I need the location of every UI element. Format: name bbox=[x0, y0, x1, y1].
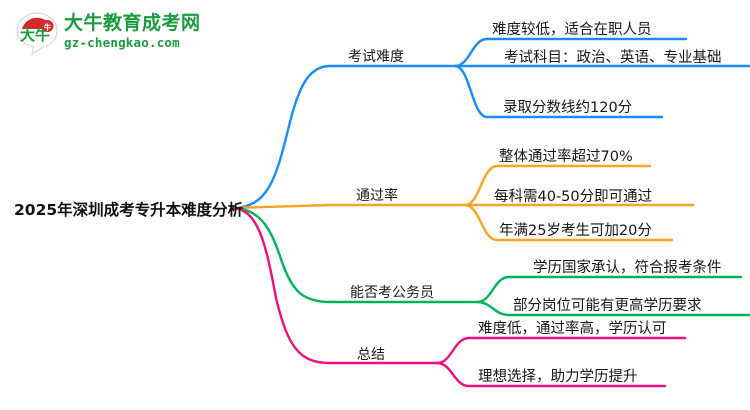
mindmap-leaf-exam-difficulty-2[interactable]: 考试科目：政治、英语、专业基础 bbox=[504, 50, 722, 66]
mindmap-leaf-exam-difficulty-3[interactable]: 录取分数线约120分 bbox=[503, 100, 633, 116]
logo-emblem-icon: 大牛 牛 bbox=[14, 12, 60, 56]
logo-title: 大牛教育成考网 bbox=[64, 12, 201, 34]
mindmap-leaf-civil-service-2[interactable]: 部分岗位可能有更高学历要求 bbox=[513, 298, 702, 314]
mindmap-leaf-summary-1[interactable]: 难度低，通过率高，学历认可 bbox=[478, 321, 667, 337]
svg-text:牛: 牛 bbox=[44, 22, 52, 32]
mindmap-branch-summary[interactable]: 总结 bbox=[357, 347, 385, 363]
mindmap-leaf-pass-rate-3[interactable]: 年满25岁考生可加20分 bbox=[499, 223, 652, 239]
mindmap-leaf-pass-rate-1[interactable]: 整体通过率超过70% bbox=[499, 149, 633, 165]
logo-domain: gz-chengkao.com bbox=[64, 35, 180, 50]
mindmap-branch-civil-service[interactable]: 能否考公务员 bbox=[350, 285, 434, 301]
mindmap-leaf-pass-rate-2[interactable]: 每科需40-50分即可通过 bbox=[494, 189, 653, 205]
mindmap-branch-exam-difficulty[interactable]: 考试难度 bbox=[348, 49, 404, 65]
branch-connectors-summary bbox=[230, 206, 687, 388]
branch-connectors-exam-difficulty bbox=[230, 37, 750, 210]
site-logo: 大牛 牛 大牛教育成考网 gz-chengkao.com bbox=[14, 8, 204, 60]
svg-text:大牛: 大牛 bbox=[20, 26, 50, 44]
branch-connectors-civil-service bbox=[230, 206, 750, 317]
mindmap-leaf-civil-service-1[interactable]: 学历国家承认，符合报考条件 bbox=[533, 260, 722, 276]
mindmap-root-node[interactable]: 2025年深圳成考专升本难度分析 bbox=[14, 201, 244, 219]
branch-connectors-pass-rate bbox=[230, 164, 695, 242]
mindmap-leaf-exam-difficulty-1[interactable]: 难度较低，适合在职人员 bbox=[492, 22, 652, 38]
logo-text: 大牛教育成考网 gz-chengkao.com bbox=[64, 12, 201, 51]
mindmap-branch-pass-rate[interactable]: 通过率 bbox=[356, 188, 398, 204]
mindmap-leaf-summary-2[interactable]: 理想选择，助力学历提升 bbox=[478, 369, 638, 385]
